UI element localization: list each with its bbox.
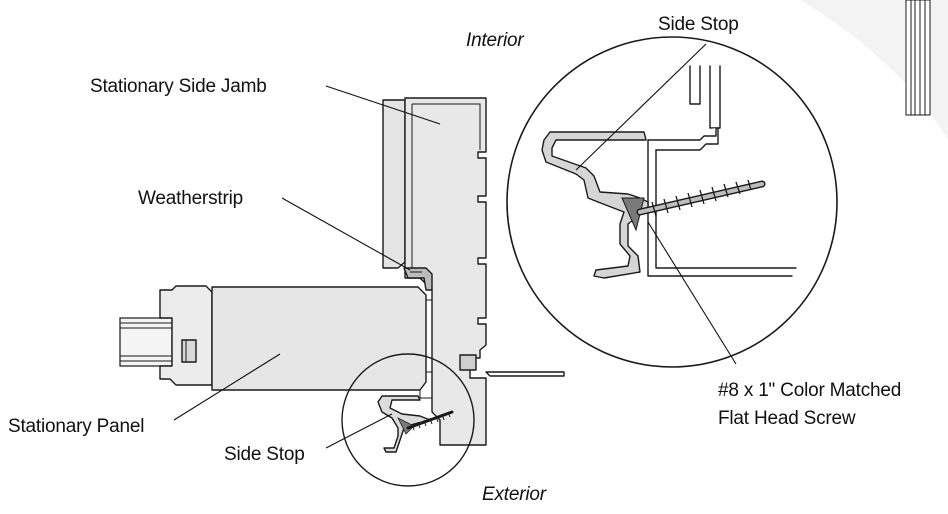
- exterior-label: Exterior: [482, 484, 547, 505]
- small-detail-circle: [341, 353, 475, 487]
- leader-side-jamb: [325, 85, 441, 125]
- leader-side-stop-detail: [575, 43, 707, 171]
- small-screw: [397, 410, 454, 435]
- detail-screw: [636, 179, 766, 217]
- weatherstrip-part: [403, 267, 433, 291]
- leader-stationary-panel: [173, 353, 281, 421]
- leader-weatherstrip: [281, 197, 411, 271]
- side-stop-detail-label: Side Stop: [658, 14, 739, 35]
- weatherstrip-label: Weatherstrip: [138, 188, 243, 209]
- edge-rail-decoration: [905, 0, 931, 116]
- stationary-panel-label: Stationary Panel: [8, 416, 144, 437]
- jamb-trim-strip: [382, 99, 406, 269]
- side-stop-detail: [541, 131, 649, 279]
- screw-label-line1: #8 x 1" Color Matched: [718, 380, 901, 401]
- leader-side-stop-small: [325, 413, 393, 449]
- side-stop-small-label: Side Stop: [224, 444, 305, 465]
- glazing-bead: [181, 339, 197, 363]
- stationary-side-jamb-label: Stationary Side Jamb: [90, 76, 267, 97]
- detail-jamb-profile: [647, 139, 797, 277]
- leader-screw: [647, 221, 737, 365]
- main-section: [119, 97, 565, 446]
- exterior-fin: [485, 371, 565, 377]
- sash-frame: [159, 285, 213, 386]
- jamb-clip: [459, 354, 477, 371]
- glass-rails: [119, 317, 173, 367]
- interior-label: Interior: [466, 30, 524, 51]
- large-detail-circle: [506, 36, 838, 368]
- screw-label-line2: Flat Head Screw: [718, 408, 856, 429]
